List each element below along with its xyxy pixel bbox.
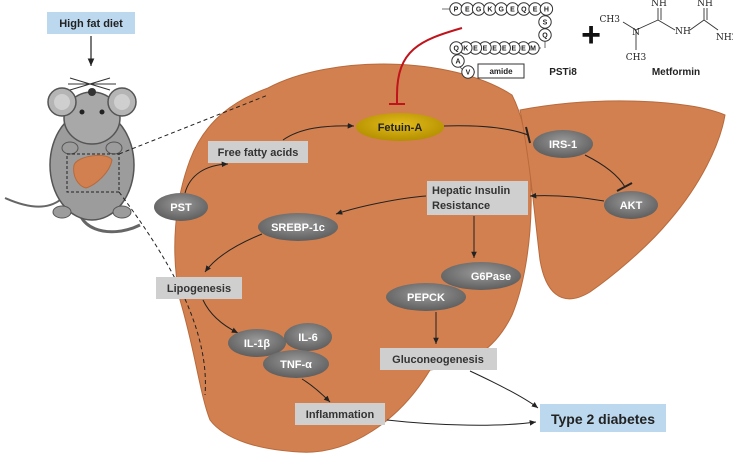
tnfa-node: [263, 350, 329, 378]
ffa-box: [208, 141, 308, 163]
pepck-label: PEPCK: [407, 292, 445, 304]
akt-label: AKT: [620, 200, 643, 212]
peptide-residue-letter: H: [544, 7, 549, 14]
metformin-nh2: NH2: [716, 33, 733, 43]
peptide-residue-letter: Q: [453, 46, 459, 53]
peptide-residue-letter: M: [530, 46, 536, 53]
g6pase-label: G6Pase: [471, 271, 511, 283]
metformin-name: Metformin: [652, 67, 700, 78]
high-fat-diet-box: [47, 12, 135, 34]
gluconeo-to-t2d: [469, 370, 539, 409]
inflammation-box: [295, 403, 385, 425]
plus-sign: +: [581, 16, 601, 54]
peptide-residue-letter: A: [455, 59, 460, 66]
srebp1c-label: SREBP-1c: [271, 222, 325, 234]
high-fat-diet-label: High fat diet: [59, 18, 123, 30]
irs1-akt-inhibit: [584, 154, 626, 188]
pst-label: PST: [170, 202, 192, 214]
fetuin-irs1-bar: [525, 126, 531, 144]
peptide-residue-letter: K: [487, 7, 492, 14]
peptide-residue-letter: E: [473, 46, 478, 53]
metformin-ch3-top: CH3: [600, 15, 621, 25]
pst-node: [154, 193, 208, 221]
metformin-n: N: [632, 28, 640, 38]
peptide-residue-letter: E: [502, 46, 507, 53]
akt-node: [604, 191, 658, 219]
g6pase-node: [441, 262, 521, 290]
irs1-label: IRS-1: [549, 139, 577, 151]
psti8-inhibition-line: [396, 27, 463, 104]
srebp-to-lipogenesis: [204, 233, 263, 273]
fetuin-a-node: [356, 113, 444, 141]
gluconeogenesis-label: Gluconeogenesis: [392, 354, 484, 366]
fetuin-a-label: Fetuin-A: [378, 122, 423, 134]
hepatic-ir-box: [427, 181, 528, 215]
metformin-nh-right: NH: [697, 0, 713, 9]
peptide-residue-circle: [539, 2, 554, 16]
peptide-residue-letter: G: [498, 7, 504, 14]
lipogenesis-box: [156, 277, 242, 299]
zoom-line-top: [118, 94, 269, 155]
peptide-residue-letter: P: [454, 7, 459, 14]
peptide-residue-letter: S: [543, 20, 548, 27]
metformin-nh-left: NH: [651, 0, 667, 9]
srebp1c-node: [258, 213, 338, 241]
peptide-residue-letter: K: [463, 46, 468, 53]
il1b-label: IL-1β: [244, 338, 271, 350]
inflammation-to-t2d: [386, 419, 537, 426]
fetuin-irs1-inhibit: [443, 125, 529, 136]
hir-to-srebp: [335, 195, 427, 215]
il6-label: IL-6: [298, 332, 318, 344]
irs1-akt-bar: [616, 182, 633, 192]
cytokines-to-inflammation: [301, 378, 331, 403]
peptide-residue-letter: E: [510, 7, 515, 14]
inflammation-label: Inflammation: [306, 409, 375, 421]
type2-diabetes-label: Type 2 diabetes: [551, 411, 655, 427]
pepck-node: [386, 283, 466, 311]
peptide-residue-letter: Q: [542, 33, 548, 40]
peptide-residue-circle: [449, 41, 463, 55]
amide-label: amide: [489, 67, 513, 76]
akt-to-hir: [529, 192, 605, 202]
peptide-residue-letter: E: [492, 46, 497, 53]
metformin-nh-mid: NH: [675, 27, 691, 37]
peptide-residue-letter: E: [465, 7, 470, 14]
peptide-residue-circle: [451, 54, 465, 68]
tnfa-label: TNF-α: [280, 359, 312, 371]
peptide-residue-letter: G: [476, 7, 482, 14]
mouse-illustration: [4, 77, 141, 234]
peptide-residue-letter: E: [511, 46, 516, 53]
lipogenesis-to-cytokines: [202, 299, 239, 334]
il6-node: [284, 323, 332, 351]
ffa-label: Free fatty acids: [218, 147, 299, 159]
peptide-residue-circle: [538, 28, 552, 42]
amide-box: [477, 63, 525, 79]
type2-diabetes-box: [540, 404, 666, 432]
gluconeogenesis-box: [380, 348, 497, 370]
peptide-residue-letter: Q: [521, 7, 527, 14]
psti8-name: PSTi8: [549, 67, 577, 78]
metformin-structure: [622, 8, 719, 50]
hepatic-ir-line2: Resistance: [432, 200, 490, 212]
ffa-to-fetuin: [282, 122, 355, 141]
lipogenesis-label: Lipogenesis: [167, 283, 231, 295]
metformin-ch3-bottom: CH3: [626, 53, 647, 63]
peptide-residue-circle: [538, 15, 552, 29]
peptide-residue-letter: E: [521, 46, 526, 53]
pst-to-ffa: [184, 161, 229, 194]
peptide-residue-letter: E: [483, 46, 488, 53]
peptide-residue-circle: [461, 65, 475, 79]
liver-left-lobe: [174, 63, 532, 453]
peptide-residue-letter: V: [466, 70, 471, 77]
irs1-node: [533, 130, 593, 158]
il1b-node: [228, 329, 286, 357]
peptide-residue-letter: E: [533, 7, 538, 14]
hepatic-ir-line1: Hepatic Insulin: [432, 185, 511, 197]
